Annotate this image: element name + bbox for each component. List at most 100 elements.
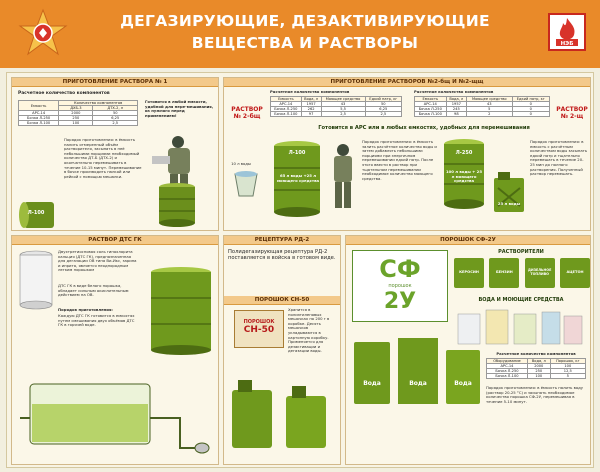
text-3: Каждую ДТС ГК готовится в емкостях путем… xyxy=(58,313,135,328)
logo-2u: 2У xyxy=(383,289,417,314)
col-header: Моющее средство xyxy=(320,96,366,102)
lying-drum-illustration xyxy=(19,202,54,228)
cell: 2 xyxy=(466,111,513,117)
cell: Бочка Л-100 xyxy=(270,111,302,117)
cell: 100 xyxy=(526,373,551,379)
solvent-list: КЕРОСИН БЕНЗИН ДИЗЕЛЬНОЕ ТОПЛИВО АЦЕТОН xyxy=(454,258,590,290)
solvent-label: КЕРОСИН xyxy=(459,270,479,274)
cell: Бочка Л-250 xyxy=(414,106,447,112)
powder-pack: ПОРОШОК СН-50 xyxy=(234,310,284,348)
panel-sf2u: ПОРОШОК СФ-2У СФ порошок 2У РАСТВОРИТЕЛИ… xyxy=(345,235,591,465)
cell: 5 xyxy=(549,373,587,379)
jerrycan-pair-illustration xyxy=(232,380,326,448)
cell: Бочка Л-100 xyxy=(486,373,528,379)
logo-sf: СФ xyxy=(379,255,421,283)
text-2: ДТС ГК в виде белого порошка, обладает с… xyxy=(58,283,129,298)
barrel-right-illustration xyxy=(444,139,484,209)
cell: Бочка Л-100 xyxy=(17,120,60,126)
emergency-emblem-icon xyxy=(18,8,68,56)
text: Хранится в полиэтиленовых мешочках по 20… xyxy=(288,307,330,354)
solvent-label: ДИЗЕЛЬНОЕ ТОПЛИВО xyxy=(527,268,552,276)
drum-illustration xyxy=(159,183,195,227)
panel-title: ПРИГОТОВЛЕНИЕ РАСТВОРА № 1 xyxy=(12,78,218,87)
barrel-left-text: 65 л воды +25 л моющего средства xyxy=(276,173,320,183)
stirring-figure-illustration xyxy=(334,144,352,208)
barrel-right-text: 100 л воды + 25 л моющего средства xyxy=(446,169,482,184)
tank-diagram-illustration xyxy=(20,383,210,454)
logo-text: НЭБ xyxy=(561,41,574,47)
page-title: ДЕГАЗИРУЮЩИЕ, ДЕЗАКТИВИРУЮЩИЕ ВЕЩЕСТВА И… xyxy=(100,10,510,54)
order-text: Порядок приготовления: в ёмкость налить … xyxy=(486,385,584,404)
logo-word: порошок xyxy=(388,283,412,289)
solvent-can: КЕРОСИН xyxy=(454,258,484,288)
cell: 98 xyxy=(445,111,468,117)
table-left-caption: Расчетное количество компонентов xyxy=(270,89,350,94)
jerrycan-illustration xyxy=(494,172,524,212)
caption: Готовится в АРС или в любых емкостях, уд… xyxy=(318,125,530,131)
drum-label: Л-100 xyxy=(27,210,45,216)
flame-icon: НЭБ xyxy=(556,18,578,47)
water-containers-illustration xyxy=(354,338,480,404)
solvents-title: РАСТВОРИТЕЛИ xyxy=(498,249,544,255)
water-label: Вода xyxy=(409,380,427,387)
col-header: Едкий натр, кг xyxy=(511,96,550,102)
title-line-1: ДЕГАЗИРУЮЩИЕ, ДЕЗАКТИВИРУЮЩИЕ xyxy=(120,12,490,30)
col-capacity: Емкость xyxy=(17,100,60,111)
table-caption: Расчетное количество компонентов xyxy=(18,91,110,96)
cell: Бочка Л-250 xyxy=(270,106,302,112)
water-label: Вода xyxy=(363,380,381,387)
col-header: Вода, л xyxy=(300,96,322,102)
panel-solutions-2: ПРИГОТОВЛЕНИЕ РАСТВОРОВ №2-бщ И №2-щщ РА… xyxy=(223,77,591,231)
cell: 97 xyxy=(300,111,322,117)
solution-right-label: РАСТВОР № 2-щ xyxy=(556,106,588,120)
cell: 2,5 xyxy=(364,111,403,117)
publisher-logo: НЭБ xyxy=(548,13,586,51)
panel-title: ПРИГОТОВЛЕНИЕ РАСТВОРОВ №2-бщ И №2-щщ xyxy=(224,78,590,87)
cell: Бочка Л-100 xyxy=(414,111,447,117)
sub-title: ПОРОШОК СН-50 xyxy=(224,296,340,305)
bucket-text: 10 л воды xyxy=(231,161,251,166)
solvent-can: БЕНЗИН xyxy=(489,258,520,288)
text-1: Двухтретиосновая соль гипохлорита кальци… xyxy=(58,249,137,273)
soldier-illustration xyxy=(152,136,190,192)
sf2u-logo: СФ порошок 2У xyxy=(352,250,448,322)
panel-solution-1: ПРИГОТОВЛЕНИЕ РАСТВОРА № 1 Расчетное кол… xyxy=(11,77,219,231)
col-header: Моющее средство xyxy=(466,96,513,102)
detergent-bottles-illustration xyxy=(457,309,583,345)
solvent-label: БЕНЗИН xyxy=(495,270,513,274)
wash-title: ВОДА И МОЮЩИЕ СРЕДСТВА xyxy=(478,297,564,303)
drum-right-label: Л-250 xyxy=(455,150,473,156)
note-left: Порядок приготовления: в ёмкость залить … xyxy=(362,139,437,181)
col-header: Едкий натр, кг xyxy=(364,96,403,102)
order-note: Порядок приготовления: в ёмкость налить … xyxy=(64,137,142,179)
solvent-can: ДИЗЕЛЬНОЕ ТОПЛИВО xyxy=(524,258,555,288)
cell: 2,5 xyxy=(92,120,138,126)
can-stack-illustration xyxy=(19,250,53,310)
drum-stack-illustration xyxy=(151,267,211,355)
solvent-label: АЦЕТОН xyxy=(566,270,584,274)
cell: 2,5 xyxy=(320,111,366,117)
barrel-left-illustration xyxy=(274,141,320,217)
title-line-2: ВЕЩЕСТВА И РАСТВОРЫ xyxy=(191,34,419,52)
powder-label-1: ПОРОШОК xyxy=(243,319,275,325)
poster-sheet: ПРИГОТОВЛЕНИЕ РАСТВОРА № 1 Расчетное кол… xyxy=(6,72,594,468)
calc-title: Расчетное количество компонентов xyxy=(496,351,576,356)
panel-title: РЕЦЕПТУРА РД-2 xyxy=(224,236,340,245)
powder-label-2: СН-50 xyxy=(243,325,275,335)
panel-title: ПОРОШОК СФ-2У xyxy=(346,236,590,245)
header: ДЕГАЗИРУЮЩИЕ, ДЕЗАКТИВИРУЮЩИЕ ВЕЩЕСТВА И… xyxy=(0,0,600,68)
bucket-illustration xyxy=(234,171,258,197)
intro-text: Полидегазирующая рецептура РД-2 поставля… xyxy=(228,249,336,262)
note-right: Порядок приготовления: в емкость с расчё… xyxy=(530,139,588,177)
order-title: Порядок приготовления: xyxy=(58,307,113,312)
water-label: Вода xyxy=(454,380,472,387)
cell: 0 xyxy=(511,111,550,117)
